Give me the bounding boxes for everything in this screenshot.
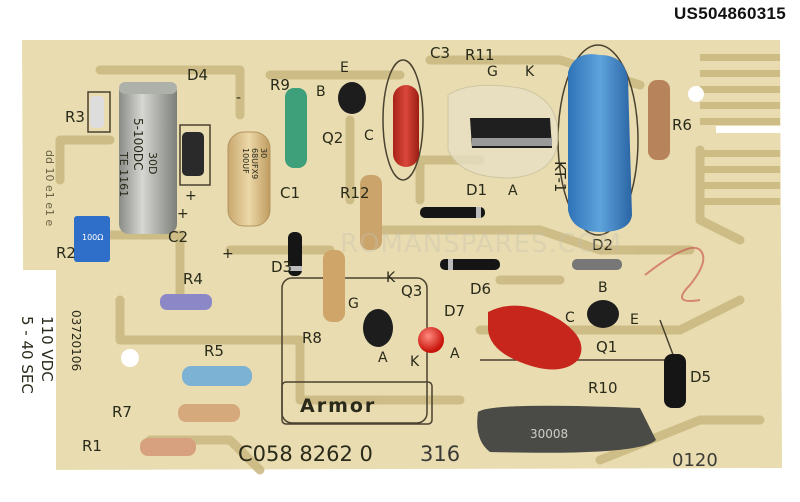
thyristor-heatsink — [447, 84, 559, 179]
cap-big-marking-1: 30D — [146, 152, 159, 174]
label-r8: R8 — [302, 329, 322, 347]
label-r9: R9 — [270, 76, 290, 94]
label-r10: R10 — [588, 379, 618, 397]
cap-big-marking-3: TE 1161 — [117, 151, 130, 197]
mount-hole-top — [688, 86, 704, 102]
resistor-block-marking: 30008 — [530, 427, 568, 441]
left-board-text: dd 10 e1 e1 e — [43, 150, 56, 226]
label-r4: R4 — [183, 270, 203, 288]
label-d4: D4 — [187, 66, 208, 84]
pin-b-q2: B — [316, 84, 326, 100]
label-kt1: KT-1 — [551, 161, 569, 192]
cap-big-marking-2: 5-100DC — [131, 118, 145, 171]
ceramic-capacitor — [488, 305, 582, 370]
mount-hole-bottom — [121, 349, 139, 367]
pin-plus-c1: + — [222, 246, 234, 262]
pin-b-q1: B — [598, 280, 608, 296]
label-c2: C2 — [168, 228, 188, 246]
edge-slot — [716, 126, 784, 133]
label-q2: Q2 — [322, 129, 343, 147]
pin-a-led: A — [450, 346, 460, 362]
label-r12: R12 — [340, 184, 370, 202]
pin-k-q3: K — [386, 270, 396, 286]
handwritten-corner: 0120 — [672, 450, 718, 471]
pin-c-q1: C — [565, 310, 575, 326]
pin-c-q2: C — [364, 128, 374, 144]
resistors — [90, 80, 670, 456]
capacitor-c3 — [393, 85, 419, 167]
cap-small-marking-1: 100UF — [241, 148, 250, 174]
pin-g-scr: G — [487, 64, 498, 80]
trimmer-marking: 100Ω — [82, 233, 103, 242]
label-r3: R3 — [65, 108, 85, 126]
label-r11: R11 — [465, 46, 495, 64]
film-capacitor-kt1 — [568, 54, 632, 233]
label-r1: R1 — [82, 437, 102, 455]
pin-e-q2: E — [340, 60, 349, 76]
label-d3: D3 — [271, 258, 292, 276]
side-code: 03720106 — [69, 310, 83, 371]
trimmer-r2 — [74, 216, 110, 262]
watermark: ROMANSPARES.COM — [340, 229, 622, 259]
transistor-q2 — [338, 82, 366, 114]
armor-logo: Armor — [300, 395, 376, 417]
pin-plus-d4: + — [185, 188, 197, 204]
label-r6: R6 — [672, 116, 692, 134]
part-number: US504860315 — [673, 4, 786, 23]
electrolytic-capacitor-c2 — [119, 82, 177, 234]
pin-minus-c1: - — [236, 90, 241, 106]
pin-k-led: K — [410, 354, 420, 370]
led-d7 — [418, 327, 444, 353]
pin-g-q3: G — [348, 296, 359, 312]
label-q1: Q1 — [596, 338, 617, 356]
pin-e-q1: E — [630, 312, 639, 328]
pin-k-scr: K — [525, 64, 535, 80]
label-r2: R2 — [56, 244, 76, 262]
silkscreen-code: C058 8262 0 — [238, 442, 373, 466]
transistor-q3 — [363, 309, 393, 347]
label-d5: D5 — [690, 368, 711, 386]
handwritten-suffix: 316 — [420, 442, 460, 466]
diodes — [182, 132, 686, 408]
label-d2: D2 — [592, 236, 613, 254]
cap-small-marking-3: 30 — [259, 148, 268, 158]
capacitor-c1 — [227, 131, 271, 227]
label-c3: C3 — [430, 44, 450, 62]
label-d7: D7 — [444, 302, 465, 320]
rating-sticker — [14, 270, 56, 478]
pin-a-scr: A — [508, 183, 518, 199]
label-d1: D1 — [466, 181, 487, 199]
label-q3: Q3 — [401, 282, 422, 300]
sticker-line-2: 5 - 40 SEC — [18, 316, 36, 394]
transistor-q1 — [587, 300, 619, 328]
pin-a-q3: A — [378, 350, 388, 366]
label-c1: C1 — [280, 184, 300, 202]
sticker-line-1: 110 VDC — [38, 316, 56, 382]
label-r5: R5 — [204, 342, 224, 360]
label-r7: R7 — [112, 403, 132, 421]
pin-plus-c2: + — [177, 206, 189, 222]
edge-connector — [700, 54, 780, 205]
label-d6: D6 — [470, 280, 491, 298]
handwritten-mark — [644, 246, 705, 302]
cap-small-marking-2: 68UFX9 — [250, 148, 259, 179]
